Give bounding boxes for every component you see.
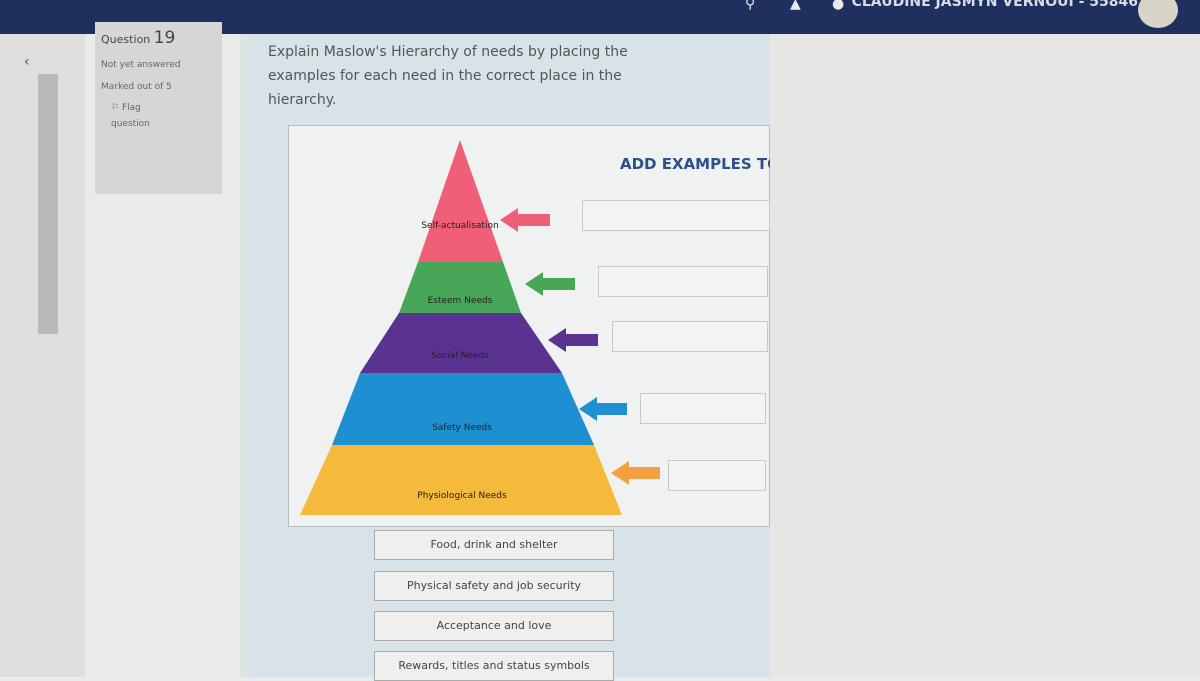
question-number: Question 19 [101,28,176,48]
flag-icon: ⚐ [111,103,120,113]
drop-zone[interactable] [598,266,768,297]
tier-label: Esteem Needs [428,296,493,306]
bell-icon[interactable]: ▲ [790,0,801,12]
search-icon[interactable]: ⚲ [745,0,756,12]
question-text: Explain Maslow's Hierarchy of needs by p… [268,44,628,108]
flag-question-button[interactable]: ⚐ Flag question [111,103,150,129]
left-drawer: ‹ [0,34,85,677]
chevron-up-icon[interactable]: ‹ [24,54,30,70]
drop-zone[interactable] [612,321,768,352]
tier-label: Physiological Needs [417,491,507,501]
tier-self-actualisation [418,140,503,262]
question-marks: Marked out of 5 [101,82,172,92]
arrow-icon [611,461,660,485]
tier-label: Self-actualisation [421,221,498,231]
question-info: Question 19 Not yet answered Marked out … [95,22,222,194]
tier-physiological [300,445,622,515]
chat-icon[interactable]: ● [832,0,845,12]
drag-item[interactable]: Food, drink and shelter [374,530,614,560]
drop-zone[interactable] [582,200,770,231]
arrow-icon [500,208,550,232]
image-heading: ADD EXAMPLES TO [620,155,770,173]
drop-zone[interactable] [668,460,766,491]
tier-esteem [399,262,521,313]
right-panel [770,34,1200,677]
avatar[interactable] [1138,0,1178,28]
tier-safety [332,373,594,445]
arrow-icon [525,272,575,296]
tier-social [360,313,562,373]
drag-item[interactable]: Physical safety and job security [374,571,614,601]
tier-label: Social Needs [431,351,489,361]
user-name[interactable]: CLAUDINE JASMYN VERNOUI - 55846 [851,0,1138,10]
question-status: Not yet answered [101,60,181,70]
arrow-icon [579,397,627,421]
drop-zone[interactable] [640,393,766,424]
tier-label: Safety Needs [432,423,492,433]
drag-item[interactable]: Acceptance and love [374,611,614,641]
scrollbar[interactable] [38,74,58,334]
arrow-icon [548,328,598,352]
